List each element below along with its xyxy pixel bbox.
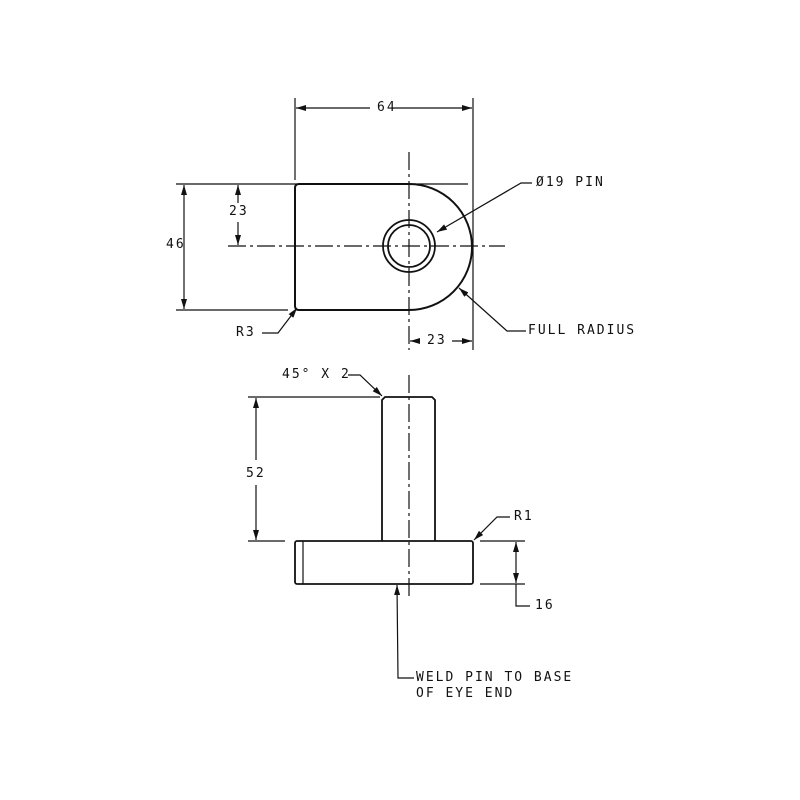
dim-23-vertical-label: 23 <box>229 204 249 219</box>
full-radius-leader <box>458 287 526 332</box>
weld-note-line1: WELD PIN TO BASE <box>416 670 574 685</box>
full-radius-note: FULL RADIUS <box>528 323 637 338</box>
weld-note-line2: OF EYE END <box>416 686 515 701</box>
r3-leader <box>262 307 298 334</box>
dim-64-label: 64 <box>377 100 397 115</box>
dim-23-horizontal-label: 23 <box>427 333 447 348</box>
dim-52-label: 52 <box>246 466 266 481</box>
dim-46-label: 46 <box>166 237 186 252</box>
dim-16-label: 16 <box>535 598 555 613</box>
pin-note: Ø19 PIN <box>536 175 605 190</box>
weld-leader <box>394 584 414 679</box>
r1-leader <box>473 516 510 541</box>
r1-note: R1 <box>514 509 534 524</box>
base-plate <box>294 540 474 585</box>
chamfer-note: 45° X 2 <box>282 367 351 382</box>
r3-note: R3 <box>236 325 256 340</box>
chamfer-leader <box>348 374 383 397</box>
pin-leader <box>436 182 532 233</box>
plate-outline <box>294 183 473 311</box>
